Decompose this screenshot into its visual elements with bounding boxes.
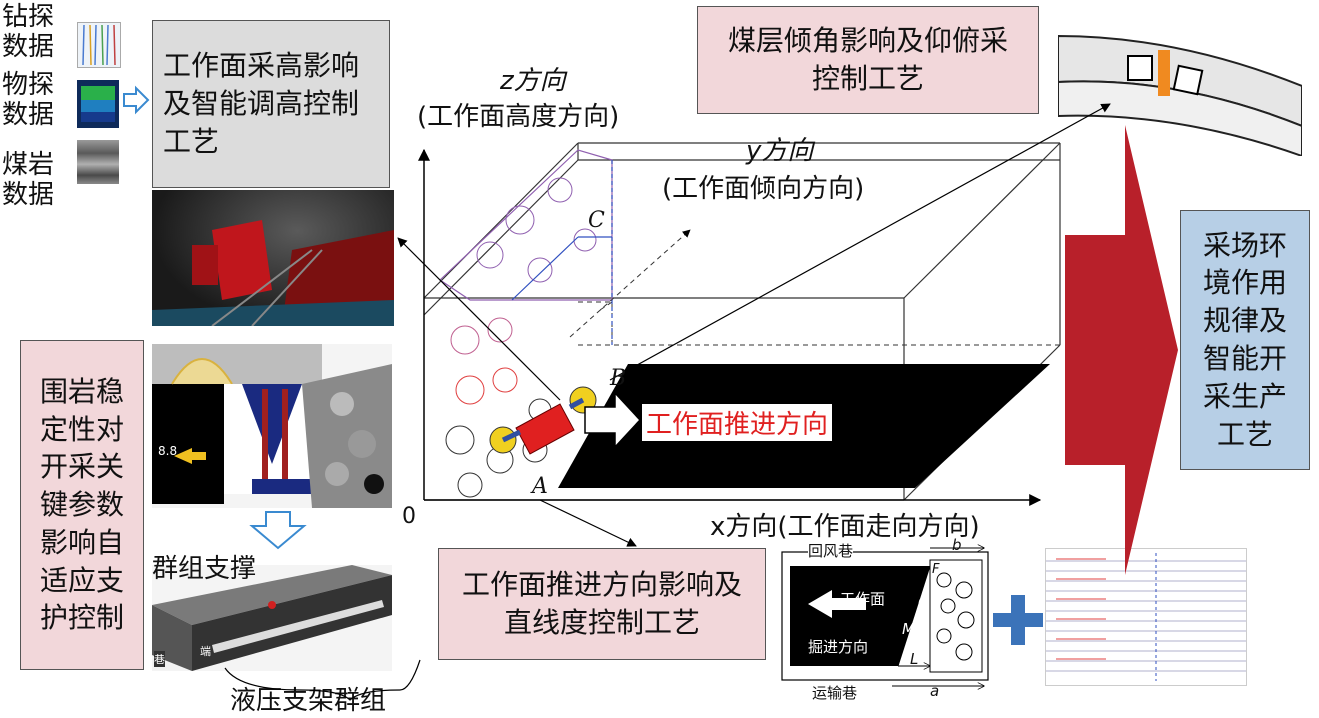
- face-c-plane: [511, 160, 613, 345]
- z-axis-title-text: z方向: [500, 66, 566, 96]
- monitoring-lines: [1046, 553, 1246, 681]
- hydraulic-group-label: 液压支架群组: [230, 686, 387, 716]
- dip-angle-text: 煤层倾角影响及仰俯采控制工艺: [727, 24, 1008, 95]
- coal-data-thumbnail: [77, 140, 119, 184]
- coal-seam-dip-image: [1058, 16, 1302, 156]
- mining-height-box: 工作面采高影响及智能调高控制工艺: [152, 20, 390, 188]
- geo-layer-bottom: [81, 112, 115, 122]
- gauge-value: 8.8: [158, 444, 178, 458]
- point-a-label: A: [532, 474, 548, 499]
- result-text: 采场环境作用规律及智能开采生产工艺: [1202, 228, 1287, 451]
- seam-graphic: [1058, 34, 1302, 156]
- sign-left: 巷: [154, 651, 165, 667]
- working-face-label: 工作面: [840, 590, 886, 608]
- dimension-b-label: b: [952, 536, 962, 554]
- surrounding-rock-text: 围岩稳定性对开采关键参数影响自适应支护控制: [39, 374, 124, 635]
- driving-direction-label: 掘进方向: [808, 638, 869, 656]
- shearer-machine: [489, 386, 597, 455]
- down-hollow-arrow: [249, 511, 307, 550]
- geo-label-line1: 物探: [2, 70, 55, 100]
- advance-direction-text: 工作面推进方向影响及直线度控制工艺: [461, 568, 742, 639]
- pointer-arrows: [397, 103, 1111, 547]
- drill-data-thumbnail: [77, 22, 121, 68]
- advance-direction-box: 工作面推进方向影响及直线度控制工艺: [438, 548, 766, 660]
- surrounding-rock-box: 围岩稳定性对开采关键参数影响自适应支护控制: [20, 340, 144, 670]
- input-arrow: [123, 85, 150, 115]
- support-schematic: 8.8: [152, 344, 392, 508]
- return-roadway-label: 回风巷: [808, 540, 854, 561]
- monitoring-chart-image: [1045, 548, 1247, 686]
- geo-data-label: 物探 数据: [2, 70, 54, 130]
- z-axis-subtitle: (工作面高度方向): [417, 102, 620, 132]
- x-axis-title: x方向(工作面走向方向): [710, 512, 980, 542]
- support-graphic: [152, 344, 392, 508]
- group-support-label: 群组支撑: [152, 554, 257, 584]
- angle-alpha-label: α: [918, 592, 928, 610]
- point-c-label: C: [588, 208, 605, 233]
- mining-height-text: 工作面采高影响及智能调高控制工艺: [163, 49, 360, 158]
- drill-data-label: 钻探 数据: [2, 2, 54, 62]
- geo-layer-mid: [81, 100, 115, 112]
- dimension-m-label: M: [902, 620, 915, 638]
- y-axis-subtitle: (工作面倾向方向): [662, 174, 865, 204]
- geo-label-line2: 数据: [2, 100, 55, 130]
- transport-roadway-label: 运输巷: [812, 682, 858, 703]
- dip-angle-box: 煤层倾角影响及仰俯采控制工艺: [697, 6, 1039, 114]
- hydraulic-group-photo: 巷 端: [152, 565, 392, 671]
- tunnel-shearer-photo: [152, 190, 394, 326]
- y-axis-title: y方向: [746, 136, 814, 166]
- point-b-label: B: [610, 366, 627, 391]
- advance-arrow: [584, 391, 642, 449]
- plan-view-drawing: [781, 548, 989, 686]
- z-axis-title: z方向: [500, 60, 566, 97]
- coal-label-line1: 煤岩: [2, 150, 55, 180]
- origin-label: 0: [402, 504, 416, 529]
- hydraulic-brace: [224, 659, 421, 701]
- coal-label-line2: 数据: [2, 180, 55, 210]
- dimension-l-label: L: [910, 650, 919, 668]
- drill-label-line1: 钻探: [2, 2, 55, 32]
- advance-direction-label: 工作面推进方向: [642, 404, 833, 441]
- sign-right: 端: [200, 643, 211, 659]
- result-red-arrow: [1065, 125, 1178, 575]
- point-f-label: F: [932, 562, 940, 577]
- axes: [418, 148, 1042, 506]
- drill-lines-graphic: [82, 24, 116, 66]
- dimension-a-label: a: [930, 682, 940, 700]
- coal-data-label: 煤岩 数据: [2, 150, 54, 210]
- result-box: 采场环境作用规律及智能开采生产工艺: [1180, 210, 1310, 470]
- geo-layer-top: [81, 86, 115, 100]
- tunnel-graphic: [152, 220, 394, 326]
- drill-label-line2: 数据: [2, 32, 55, 62]
- plus-icon: [993, 595, 1043, 645]
- geo-data-thumbnail: [77, 80, 119, 128]
